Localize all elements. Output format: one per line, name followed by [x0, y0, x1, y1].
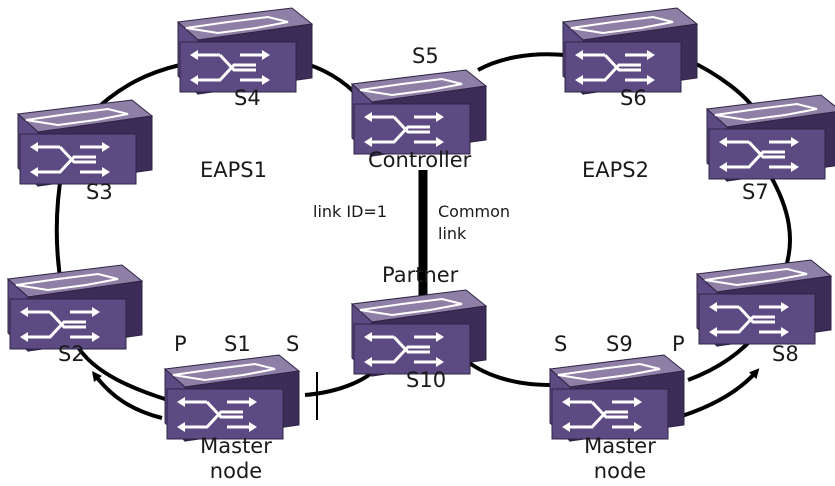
switch-s1-icon [163, 353, 301, 443]
switch-s5-icon [350, 68, 488, 158]
switch-s10-icon [350, 288, 488, 378]
master-right-line2: node [593, 459, 647, 483]
switch-label-s5: S5 [412, 44, 439, 68]
switch-label-s8: S8 [772, 342, 799, 366]
link-s5-s6 [477, 52, 566, 72]
port-left-primary: P [174, 332, 187, 356]
switch-s4-icon [176, 6, 314, 96]
link-s6-s7 [687, 58, 757, 112]
master-left-line2: node [209, 459, 263, 483]
role-partner: Partner [382, 263, 459, 287]
switch-label-s10: S10 [406, 368, 447, 392]
role-controller: Controller [368, 148, 472, 172]
link-s7-s8 [768, 174, 792, 271]
role-master-right: Master node [580, 436, 660, 482]
switch-s2-icon [6, 263, 144, 353]
switch-label-s9: S9 [606, 332, 633, 356]
switch-s6-icon [561, 6, 699, 96]
master-right-line1: Master [584, 434, 656, 458]
switch-label-s4: S4 [234, 86, 261, 110]
port-right-primary: P [672, 332, 685, 356]
common-link-label: Common link [438, 204, 510, 242]
switch-label-s2: S2 [58, 342, 85, 366]
switch-label-s3: S3 [86, 180, 113, 204]
switch-label-s7: S7 [742, 180, 769, 204]
switch-s3-icon [16, 98, 154, 188]
common-link-line1: Common [438, 202, 511, 221]
switch-label-s6: S6 [620, 86, 647, 110]
link-id-label: link ID=1 [313, 202, 388, 221]
left-master-direction-arrow [91, 371, 163, 420]
role-master-left: Master node [196, 436, 276, 482]
master-left-line1: Master [200, 434, 272, 458]
port-right-secondary: S [554, 332, 568, 356]
port-left-secondary: S [286, 332, 300, 356]
ring-label-eaps2: EAPS2 [582, 158, 649, 182]
ring-label-eaps1: EAPS1 [200, 158, 267, 182]
switch-label-s1: S1 [224, 332, 251, 356]
switch-s9-icon [548, 353, 686, 443]
common-link-line2: link [438, 224, 467, 243]
switch-s7-icon [705, 93, 835, 183]
switch-s8-icon [695, 258, 833, 348]
right-master-direction-arrow [681, 368, 760, 418]
